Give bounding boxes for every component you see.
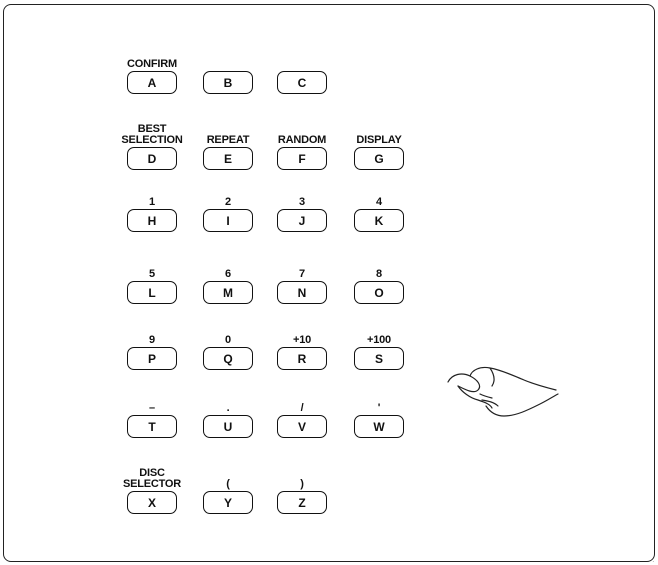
key-group-c: C [252,41,352,97]
key-d-button[interactable]: D [127,147,177,170]
key-group-t: – T [102,385,202,441]
key-s-button[interactable]: S [354,347,404,370]
key-p-button[interactable]: P [127,347,177,370]
key-group-u: . U [178,385,278,441]
key-label-k: 4 [376,196,382,208]
key-group-i: 2 I [178,179,278,235]
corner-mark: . [652,558,654,564]
key-label-r: +10 [292,334,312,346]
key-label-a: CONFIRM [127,58,177,70]
key-group-n: 7 N [252,251,352,307]
key-label-l: 5 [149,268,155,280]
key-f-button[interactable]: F [277,147,327,170]
key-group-b: B [178,41,278,97]
key-label-m: 6 [225,268,231,280]
key-group-w: ' W [329,385,429,441]
key-z-button[interactable]: Z [277,491,327,514]
key-label-u: . [226,402,230,414]
key-c-button[interactable]: C [277,71,327,94]
key-group-l: 5 L [102,251,202,307]
key-label-h: 1 [149,196,155,208]
key-group-q: 0 Q [178,317,278,373]
key-group-m: 6 M [178,251,278,307]
key-r-button[interactable]: R [277,347,327,370]
key-e-button[interactable]: E [203,147,253,170]
key-group-x: DISC SELECTOR X [102,461,202,517]
key-q-button[interactable]: Q [203,347,253,370]
key-group-o: 8 O [329,251,429,307]
key-h-button[interactable]: H [127,209,177,232]
key-label-x: DISC SELECTOR [122,467,182,490]
key-k-button[interactable]: K [354,209,404,232]
key-label-d: BEST SELECTION [121,123,183,146]
key-a-button[interactable]: A [127,71,177,94]
key-label-j: 3 [299,196,305,208]
key-group-k: 4 K [329,179,429,235]
key-group-r: +10 R [252,317,352,373]
key-y-button[interactable]: Y [203,491,253,514]
key-l-button[interactable]: L [127,281,177,304]
key-group-j: 3 J [252,179,352,235]
key-label-y: ( [226,478,230,490]
key-label-t: – [149,402,155,414]
key-group-y: ( Y [178,461,278,517]
key-group-d: BEST SELECTION D [102,117,202,173]
pointing-hand-icon [447,366,559,417]
key-t-button[interactable]: T [127,415,177,438]
key-group-z: ) Z [252,461,352,517]
key-label-f: RANDOM [277,134,327,146]
key-group-f: RANDOM F [252,117,352,173]
key-label-q: 0 [225,334,231,346]
key-u-button[interactable]: U [203,415,253,438]
key-b-button[interactable]: B [203,71,253,94]
key-group-h: 1 H [102,179,202,235]
key-group-g: DISPLAY G [329,117,429,173]
key-g-button[interactable]: G [354,147,404,170]
key-label-p: 9 [149,334,155,346]
key-o-button[interactable]: O [354,281,404,304]
key-group-a: CONFIRM A [102,41,202,97]
key-label-g: DISPLAY [356,134,402,146]
key-label-z: ) [300,478,304,490]
key-label-i: 2 [225,196,231,208]
key-label-w: ' [377,402,381,414]
key-x-button[interactable]: X [127,491,177,514]
key-group-e: REPEAT E [178,117,278,173]
key-w-button[interactable]: W [354,415,404,438]
key-n-button[interactable]: N [277,281,327,304]
key-label-o: 8 [376,268,382,280]
keypad-panel: CONFIRM A B C BEST SELECTION D REPEAT E … [3,4,655,562]
key-j-button[interactable]: J [277,209,327,232]
key-label-n: 7 [299,268,305,280]
key-group-v: / V [252,385,352,441]
key-group-p: 9 P [102,317,202,373]
key-label-s: +100 [367,334,391,346]
key-i-button[interactable]: I [203,209,253,232]
key-label-e: REPEAT [206,134,250,146]
key-label-v: / [300,402,304,414]
key-group-s: +100 S [329,317,429,373]
key-v-button[interactable]: V [277,415,327,438]
key-m-button[interactable]: M [203,281,253,304]
